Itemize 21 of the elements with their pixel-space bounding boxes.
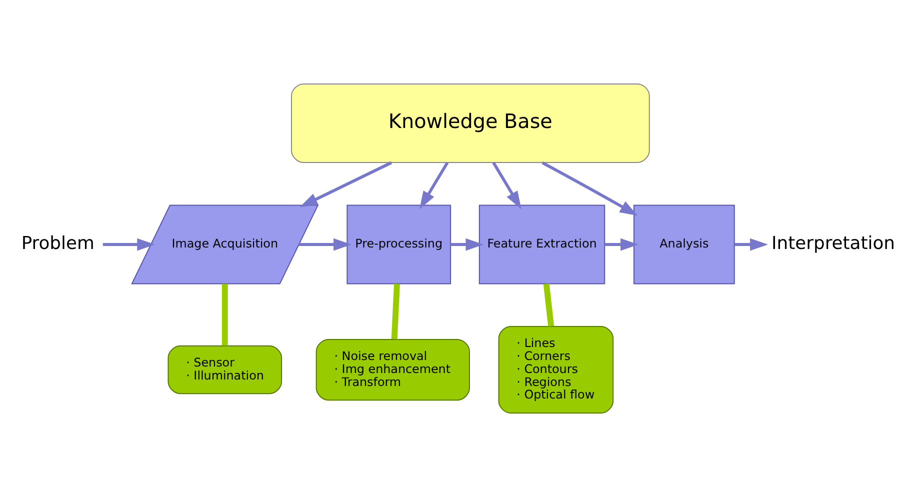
arrow [450, 238, 484, 251]
node-text: Problem [21, 232, 94, 254]
connector [222, 284, 228, 346]
arrow [420, 162, 449, 210]
arrow [492, 162, 522, 210]
connector [543, 284, 554, 327]
node-box: Feature Extraction [478, 204, 606, 284]
node-box: Analysis [633, 204, 735, 284]
connector [391, 284, 400, 340]
node-text: Interpretation [772, 232, 896, 254]
arrow [300, 161, 392, 208]
arrow [604, 238, 638, 251]
node-box: · Sensor · Illumination [168, 345, 282, 394]
node-box: · Lines · Corners · Contours · Regions · Optical flow [498, 326, 614, 414]
node-box: · Noise removal · Img enhancement · Transform [316, 338, 470, 401]
arrow [734, 238, 768, 251]
node-box: Knowledge Base [291, 83, 650, 163]
arrow [542, 161, 638, 216]
arrow [298, 238, 352, 251]
arrow [102, 238, 156, 251]
node-box: Pre-processing [346, 204, 452, 284]
